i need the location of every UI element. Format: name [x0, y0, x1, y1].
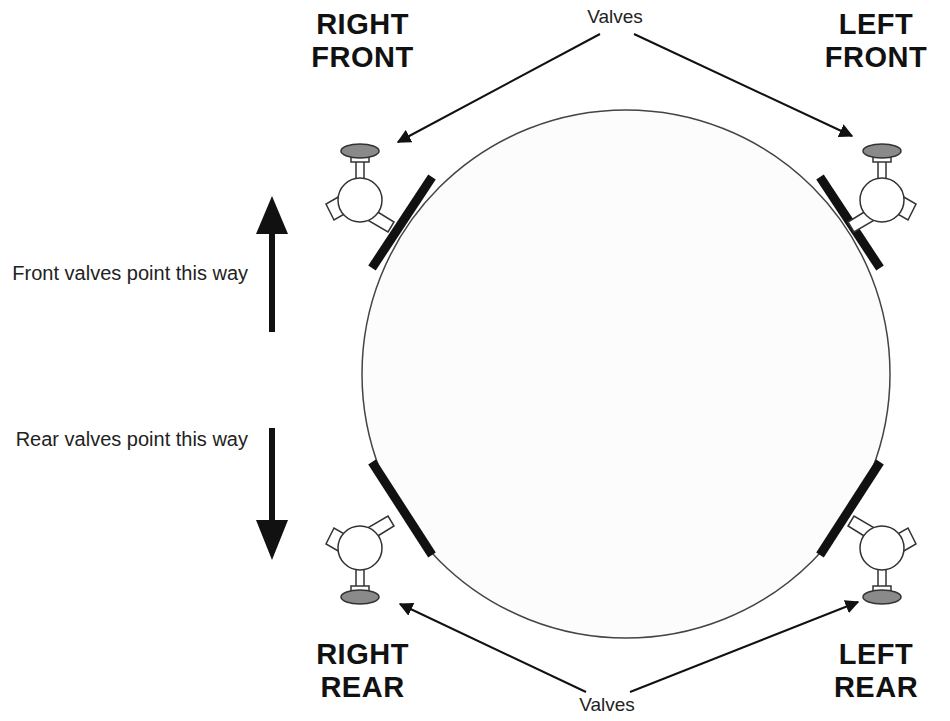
valve-symbol: [326, 516, 394, 604]
valve-symbol: [848, 516, 916, 604]
callout-label: Valves: [570, 6, 660, 28]
position-label: RIGHT FRONT: [290, 8, 435, 75]
position-label: RIGHT REAR: [290, 638, 435, 705]
leader-arrow: [400, 604, 586, 692]
direction-arrow: [269, 230, 275, 332]
direction-arrow: [269, 428, 275, 524]
wheel-circle: [362, 110, 890, 638]
valve-symbol: [326, 144, 394, 232]
leader-arrow: [398, 34, 600, 142]
leader-arrow: [630, 602, 858, 692]
position-label: LEFT REAR: [806, 638, 946, 705]
position-label: LEFT FRONT: [806, 8, 946, 75]
direction-arrowhead: [256, 520, 288, 560]
callout-label: Valves: [562, 694, 652, 716]
direction-note: Rear valves point this way: [8, 428, 248, 451]
leader-arrow: [634, 34, 852, 136]
direction-arrowhead: [256, 196, 288, 234]
valve-symbol: [848, 144, 916, 232]
direction-note: Front valves point this way: [8, 262, 248, 285]
